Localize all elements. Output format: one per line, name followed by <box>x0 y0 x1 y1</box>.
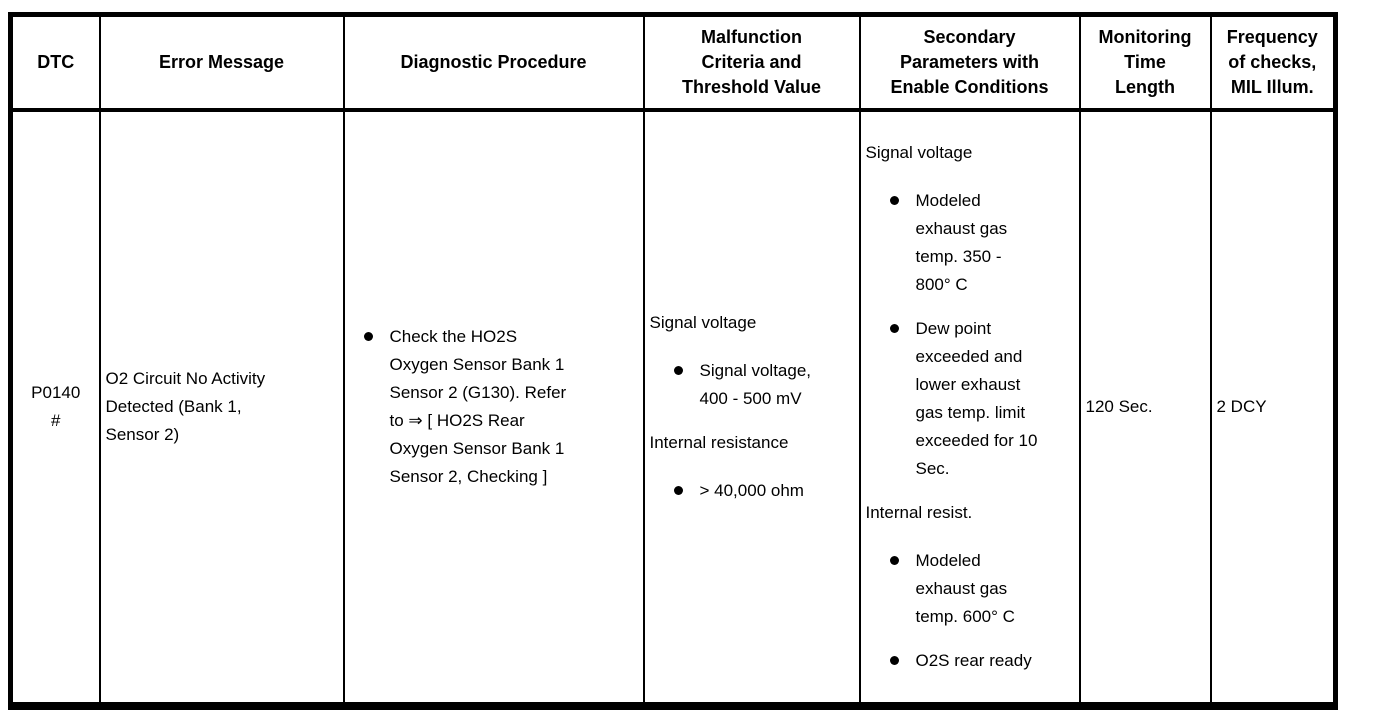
section-heading: Signal voltage <box>649 313 757 332</box>
monitoring-time-value: 120 Sec. <box>1085 397 1153 416</box>
section-heading: Internal resistance <box>649 433 789 452</box>
bullet-icon <box>673 366 683 375</box>
parameter-text: O2S rear ready <box>915 651 1032 670</box>
cell-frequency-of-checks: 2 DCY <box>1209 109 1337 707</box>
cell-secondary-parameters: Signal voltage Modeled exhaust gas temp.… <box>858 109 1081 707</box>
frequency-value: 2 DCY <box>1216 397 1267 416</box>
list-item: Modeled exhaust gas temp. 600° C <box>889 547 1074 631</box>
dtc-code: P0140 # <box>31 383 81 430</box>
cell-error-message: O2 Circuit No Activity Detected (Bank 1,… <box>98 109 345 707</box>
column-header-malfunction-criteria: Malfunction Criteria and Threshold Value <box>642 13 861 112</box>
column-header-error-message: Error Message <box>98 13 345 112</box>
criteria-text: > 40,000 ohm <box>699 481 804 500</box>
bullet-icon <box>889 196 899 205</box>
column-header-label: Frequency of checks, MIL Illum. <box>1226 27 1318 97</box>
parameter-text: Modeled exhaust gas temp. 600° C <box>915 551 1015 626</box>
column-header-frequency: Frequency of checks, MIL Illum. <box>1209 13 1337 112</box>
parameters-section: Internal resist. Modeled exhaust gas tem… <box>866 499 1074 675</box>
list-item: Modeled exhaust gas temp. 350 - 800° C <box>889 187 1074 299</box>
criteria-text: Signal voltage, 400 - 500 mV <box>699 361 812 408</box>
parameter-text: Modeled exhaust gas temp. 350 - 800° C <box>915 191 1008 294</box>
cell-malfunction-criteria: Signal voltage Signal voltage, 400 - 500… <box>642 109 861 707</box>
section-heading: Signal voltage <box>865 143 973 162</box>
list-item: Dew point exceeded and lower exhaust gas… <box>889 315 1074 483</box>
header-row: DTC Error Message Diagnostic Procedure M… <box>9 13 1337 112</box>
column-header-monitoring-time: Monitoring Time Length <box>1078 13 1212 112</box>
column-header-diagnostic-procedure: Diagnostic Procedure <box>342 13 645 112</box>
table-row: P0140 # O2 Circuit No Activity Detected … <box>9 109 1337 707</box>
column-header-secondary-parameters: Secondary Parameters with Enable Conditi… <box>858 13 1081 112</box>
bullet-icon <box>363 332 373 341</box>
criteria-section: Internal resistance > 40,000 ohm <box>650 429 854 505</box>
column-header-label: Diagnostic Procedure <box>400 52 587 72</box>
bullet-icon <box>889 324 899 333</box>
cell-monitoring-time: 120 Sec. <box>1078 109 1212 707</box>
section-heading: Internal resist. <box>865 503 973 522</box>
column-header-label: Monitoring Time Length <box>1098 27 1192 97</box>
column-header-dtc: DTC <box>9 13 101 112</box>
bullet-icon <box>673 486 683 495</box>
cell-dtc-code: P0140 # <box>9 109 101 707</box>
parameter-text: Dew point exceeded and lower exhaust gas… <box>915 319 1038 478</box>
column-header-label: DTC <box>37 52 75 72</box>
parameters-section: Signal voltage Modeled exhaust gas temp.… <box>866 139 1074 483</box>
bullet-icon <box>889 556 899 565</box>
cell-diagnostic-procedure: Check the HO2S Oxygen Sensor Bank 1 Sens… <box>342 109 645 707</box>
column-header-label: Error Message <box>158 52 285 72</box>
column-header-label: Secondary Parameters with Enable Conditi… <box>890 27 1049 97</box>
list-item: > 40,000 ohm <box>673 477 854 505</box>
list-item: Check the HO2S Oxygen Sensor Bank 1 Sens… <box>363 323 638 491</box>
error-message-text: O2 Circuit No Activity Detected (Bank 1,… <box>105 369 266 444</box>
bullet-icon <box>889 656 899 665</box>
diagnostic-procedure-text: Check the HO2S Oxygen Sensor Bank 1 Sens… <box>389 327 567 486</box>
criteria-section: Signal voltage Signal voltage, 400 - 500… <box>650 309 854 413</box>
list-item: Signal voltage, 400 - 500 mV <box>673 357 854 413</box>
list-item: O2S rear ready <box>889 647 1074 675</box>
dtc-table: DTC Error Message Diagnostic Procedure M… <box>8 12 1338 710</box>
column-header-label: Malfunction Criteria and Threshold Value <box>681 27 822 97</box>
